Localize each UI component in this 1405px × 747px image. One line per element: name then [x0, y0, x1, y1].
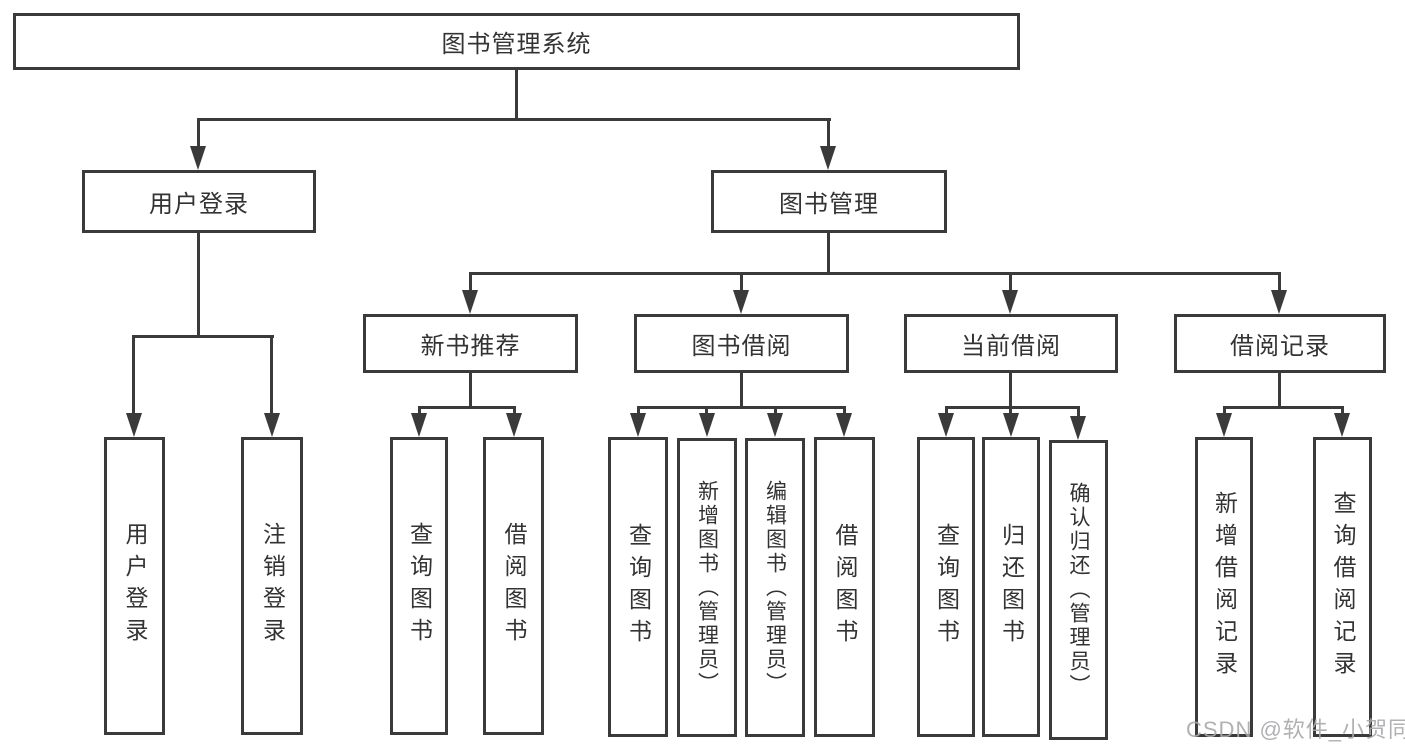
connector-borrow-records-crossbar: [1223, 406, 1344, 409]
arrowhead: [938, 413, 954, 437]
leaf-query-book-3: 查询图书: [917, 437, 975, 737]
connector-drop-book-borrow: [740, 272, 743, 292]
leaf-confirm-return-admin: 确认归还（管理员）: [1049, 440, 1108, 740]
leaf-label: 查询图书: [406, 522, 433, 650]
node-borrow-records: 借阅记录: [1174, 314, 1386, 373]
connector-drop: [513, 406, 516, 416]
node-label: 当前借阅: [961, 333, 1061, 360]
connector-current-borrow-stem: [1009, 372, 1012, 409]
connector-user-login-crossbar: [132, 335, 274, 338]
connector-root-stem: [515, 68, 518, 120]
connector-book-management-stem: [827, 232, 830, 272]
leaf-label: 编辑图书（管理员）: [763, 479, 787, 696]
connector-drop: [774, 406, 777, 416]
connector-drop: [1077, 406, 1080, 416]
leaf-label: 查询借阅记录: [1330, 491, 1356, 683]
arrowhead: [506, 413, 522, 437]
connector-drop: [1009, 406, 1012, 416]
arrowhead-book-borrow: [733, 290, 749, 314]
leaf-edit-book-admin: 编辑图书（管理员）: [745, 438, 805, 737]
arrowhead: [411, 413, 427, 437]
node-label: 新书推荐: [420, 333, 521, 360]
connector-book-management-crossbar: [469, 272, 1281, 275]
arrowhead: [699, 413, 715, 437]
connector-drop-book-management: [827, 118, 830, 148]
node-label: 图书管理: [779, 191, 879, 218]
arrowhead-new-book: [462, 290, 478, 314]
connector-book-borrow-stem: [740, 372, 743, 409]
leaf-add-book-admin: 新增图书（管理员）: [677, 438, 737, 737]
connector-borrow-records-stem: [1278, 372, 1281, 409]
connector-drop-user-login: [197, 118, 200, 148]
node-new-book-recommend: 新书推荐: [363, 314, 578, 373]
node-user-login: 用户登录: [82, 170, 316, 233]
leaf-label: 借阅图书: [501, 522, 527, 650]
connector-drop: [1223, 406, 1226, 416]
leaf-label: 用户登录: [122, 522, 148, 650]
connector-drop: [637, 406, 640, 416]
node-label: 图书借阅: [691, 333, 792, 360]
node-book-management: 图书管理: [711, 170, 947, 233]
arrowhead-leaf-logout: [264, 413, 280, 437]
leaf-label: 新增图书（管理员）: [695, 479, 719, 696]
arrowhead-borrow-records: [1271, 290, 1287, 314]
connector-drop: [1341, 406, 1344, 416]
connector-drop-leaf-login: [132, 335, 135, 415]
connector-book-borrow-crossbar: [637, 406, 846, 409]
arrowhead: [836, 413, 852, 437]
connector-user-login-stem: [197, 232, 200, 337]
connector-root-crossbar: [197, 118, 831, 121]
leaf-label: 确认归还（管理员）: [1067, 482, 1090, 698]
node-label: 用户登录: [149, 191, 249, 218]
connector-current-borrow-crossbar: [945, 406, 1080, 409]
leaf-label: 查询图书: [625, 523, 652, 651]
connector-drop: [418, 406, 421, 416]
arrowhead-current-borrow: [1002, 290, 1018, 314]
node-current-borrow: 当前借阅: [904, 314, 1118, 373]
leaf-logout: 注销登录: [241, 437, 303, 735]
arrowhead-user-login: [190, 146, 206, 170]
leaf-query-book-1: 查询图书: [390, 437, 448, 735]
leaf-return-book: 归还图书: [982, 437, 1040, 737]
node-label: 借阅记录: [1230, 333, 1330, 360]
leaf-label: 查询图书: [933, 523, 960, 651]
node-book-borrow: 图书借阅: [634, 314, 849, 373]
arrowhead: [1216, 413, 1232, 437]
arrowhead: [630, 413, 646, 437]
arrowhead-leaf-login: [126, 413, 142, 437]
arrowhead: [1334, 413, 1350, 437]
connector-new-book-crossbar: [418, 406, 516, 409]
arrowhead: [1003, 413, 1019, 437]
leaf-user-login: 用户登录: [104, 437, 165, 735]
leaf-borrow-book-2: 借阅图书: [814, 437, 875, 737]
arrowhead-book-management: [820, 146, 836, 170]
connector-new-book-stem: [469, 372, 472, 409]
leaf-add-borrow-record: 新增借阅记录: [1195, 437, 1253, 737]
connector-drop: [945, 406, 948, 416]
connector-drop-new-book: [469, 272, 472, 292]
connector-drop-borrow-records: [1278, 272, 1281, 292]
arrowhead: [767, 413, 783, 437]
leaf-label: 新增借阅记录: [1211, 491, 1238, 683]
leaf-label: 注销登录: [259, 522, 286, 650]
connector-drop-leaf-logout: [270, 335, 273, 415]
csdn-watermark: CSDN @软件_小贺同学: [1186, 717, 1405, 742]
leaf-borrow-book-1: 借阅图书: [483, 437, 544, 735]
node-library-management-system: 图书管理系统: [13, 13, 1020, 70]
leaf-query-borrow-record: 查询借阅记录: [1313, 437, 1372, 737]
leaf-label: 借阅图书: [832, 523, 858, 651]
node-label: 图书管理系统: [441, 31, 592, 58]
leaf-query-book-2: 查询图书: [608, 437, 668, 737]
arrowhead: [1070, 416, 1086, 440]
connector-drop: [705, 406, 708, 416]
connector-drop-current-borrow: [1009, 272, 1012, 292]
leaf-label: 归还图书: [998, 523, 1025, 651]
connector-drop: [843, 406, 846, 416]
